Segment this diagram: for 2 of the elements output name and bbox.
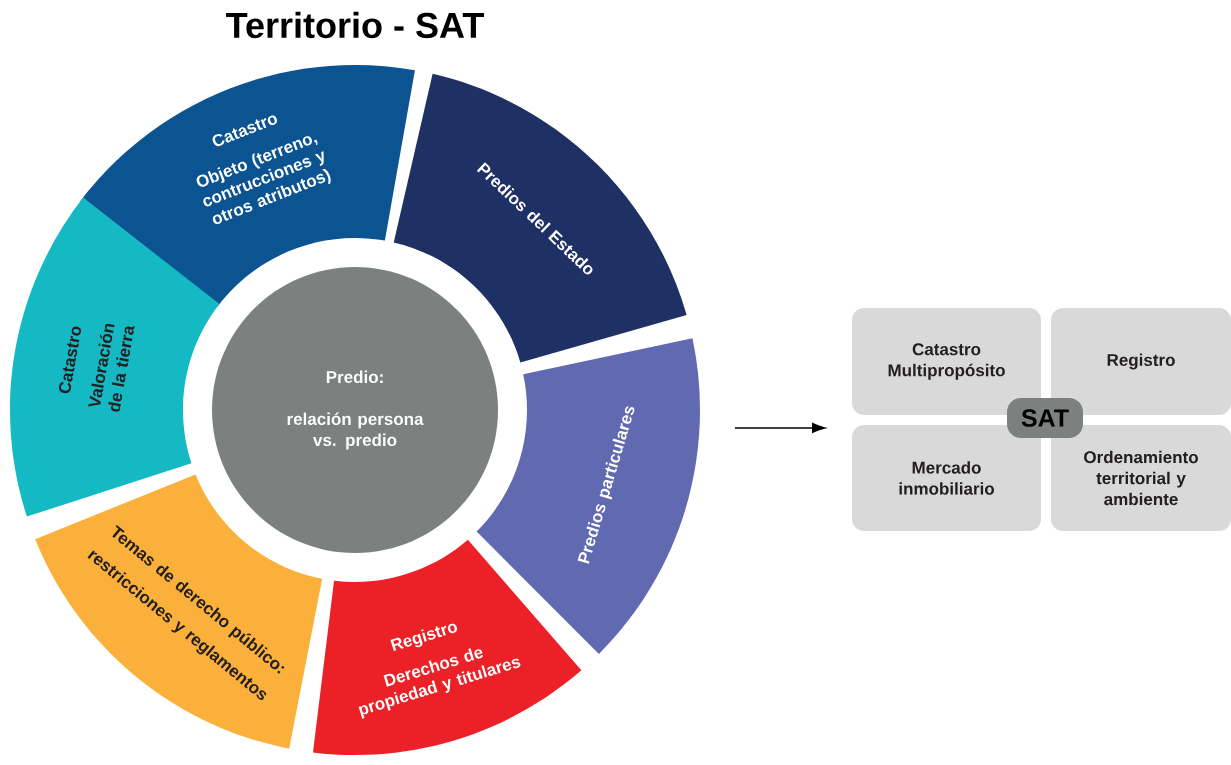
title: Territorio - SAT <box>226 11 484 39</box>
center-badge: SAT <box>1007 398 1083 438</box>
